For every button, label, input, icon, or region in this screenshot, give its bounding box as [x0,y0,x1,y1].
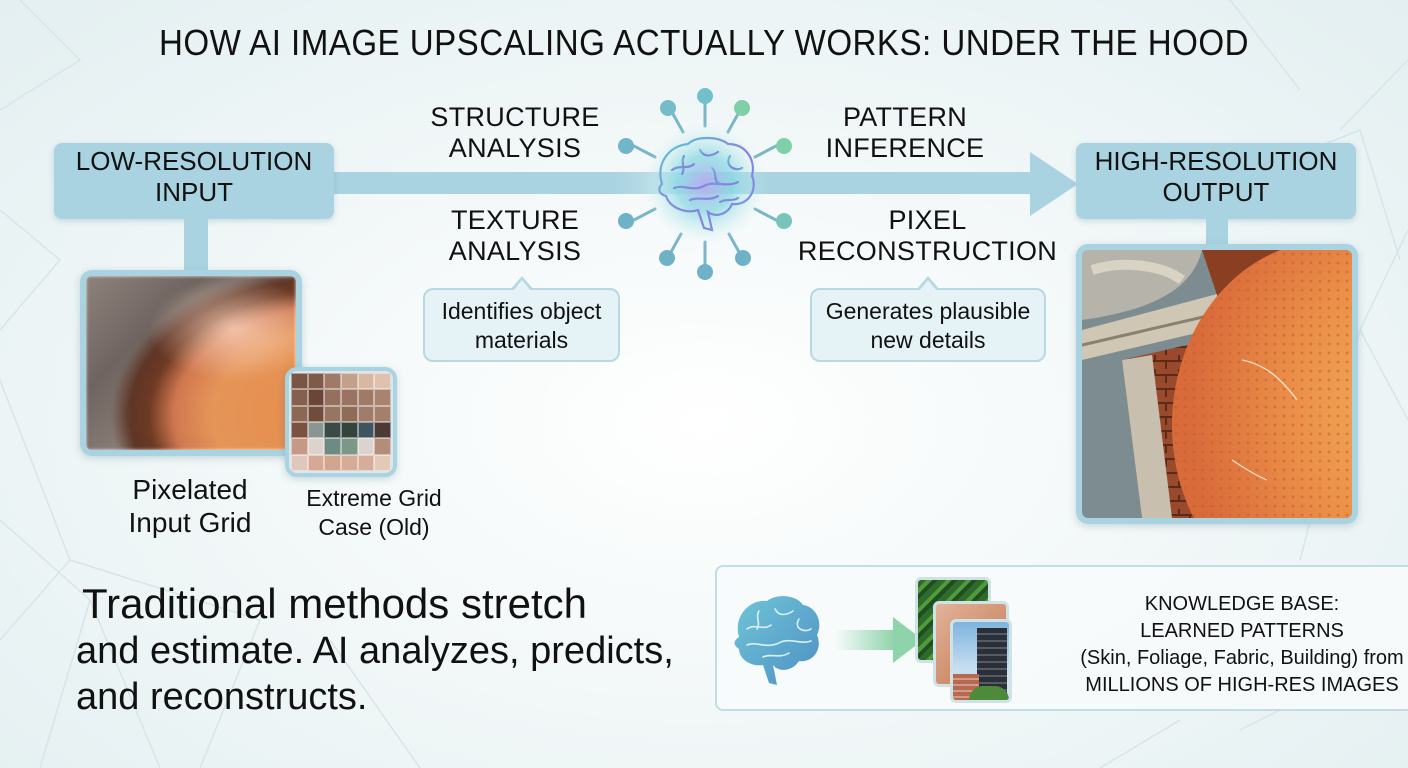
callout-texture: Identifies object materials [423,276,620,362]
grid-cell [324,438,341,455]
grid-cell [291,454,308,471]
grid-cell [291,421,308,439]
grid-cell [340,373,358,390]
output-image-content [1082,250,1352,518]
stage-texture-analysis: TEXTURE ANALYSIS [400,205,630,267]
grid-cell [307,438,325,455]
stage-structure-analysis: STRUCTURE ANALYSIS [400,102,630,164]
pixelated-input-image [80,270,302,456]
grid-cell [340,454,358,471]
callout-pixel-line1: Generates plausible [825,298,1031,324]
grid-cell [357,421,375,439]
pixelated-input-caption: Pixelated Input Grid [100,473,280,539]
kb-line4: MILLIONS OF HIGH-RES IMAGES [1085,674,1399,696]
grid-cell [291,438,308,455]
callout-pixel-line2: new details [870,327,986,353]
stage-pixel-line1: PIXEL [888,205,967,235]
callout-pixel: Generates plausible new details [810,276,1046,362]
grid-cell [357,373,375,390]
knowledge-base-panel: KNOWLEDGE BASE: LEARNED PATTERNS (Skin, … [715,565,1408,711]
kb-line2: LEARNED PATTERNS [1140,620,1344,642]
grid-cell [291,389,308,406]
grid-caption-line1: Extreme Grid [306,485,442,511]
pixel-grid [291,373,391,471]
summary-line3: and reconstructs. [76,676,368,718]
page-title: HOW AI IMAGE UPSCALING ACTUALLY WORKS: U… [159,22,1249,63]
grid-cell [324,454,341,471]
grid-cell [374,438,391,455]
grid-caption-line2: Case (Old) [318,514,430,540]
summary-line1: Traditional methods stretch [82,580,588,627]
grid-cell [357,438,375,455]
stage-pixel-line2: RECONSTRUCTION [797,236,1058,266]
stage-pattern-inference: PATTERN INFERENCE [800,102,1010,164]
output-box-line1: HIGH-RESOLUTION [1094,146,1338,176]
output-connector [1206,219,1228,249]
grid-cell [340,421,358,439]
grid-cell [374,373,391,390]
grid-cell [324,389,341,406]
flow-arrow-head [1030,152,1078,216]
stage-structure-line1: STRUCTURE [430,102,600,132]
input-box-line2: INPUT [155,177,233,207]
grid-cell [340,405,358,422]
grid-cell [324,405,341,422]
grid-cell [291,405,308,422]
callout-texture-line2: materials [474,327,569,353]
grid-cell [357,405,375,422]
summary-line2: and estimate. AI analyzes, predicts, [76,630,674,672]
grid-cell [374,405,391,422]
grid-cell [307,421,325,439]
kb-line3: (Skin, Foliage, Fabric, Building) from [1080,647,1404,669]
high-resolution-output-box: HIGH-RESOLUTION OUTPUT [1076,143,1356,219]
grid-cell [324,373,341,390]
input-image-content [86,276,296,450]
stage-structure-line2: ANALYSIS [448,133,582,163]
summary-text: Traditional methods stretch and estimate… [76,580,722,720]
low-resolution-input-box: LOW-RESOLUTION INPUT [54,143,334,219]
caption-line2: Input Grid [128,507,252,538]
callout-texture-line1: Identifies object [441,298,602,324]
knowledge-arrow-icon [835,617,923,663]
high-resolution-output-image [1076,244,1358,524]
grid-cell [307,373,325,390]
grid-cell [291,373,308,390]
output-box-line2: OUTPUT [1162,177,1270,207]
knowledge-brain-icon [734,596,820,685]
network-nodes [618,88,792,280]
caption-line1: Pixelated [132,474,248,505]
stage-texture-line1: TEXTURE [450,205,580,235]
grid-cell [307,405,325,422]
extreme-grid-image [285,367,397,477]
grid-cell [374,421,391,439]
grid-cell [307,454,325,471]
stage-texture-line2: ANALYSIS [448,236,582,266]
grid-cell [374,454,391,471]
kb-line1: KNOWLEDGE BASE: [1144,593,1340,615]
input-box-line1: LOW-RESOLUTION [75,146,313,176]
input-connector [184,219,208,271]
grid-cell [357,454,375,471]
grid-cell [340,389,358,406]
brain-icon [618,88,792,280]
grid-cell [340,438,358,455]
grid-cell [324,421,341,439]
stage-pattern-line2: INFERENCE [825,133,985,163]
stage-pixel-reconstruction: PIXEL RECONSTRUCTION [795,205,1060,267]
grid-cell [307,389,325,406]
grid-cell [374,389,391,406]
extreme-grid-caption: Extreme Grid Case (Old) [285,484,463,542]
thumbnail-building [950,619,1012,703]
stage-pattern-line1: PATTERN [842,102,968,132]
knowledge-base-text: KNOWLEDGE BASE: LEARNED PATTERNS (Skin, … [1077,591,1407,699]
grid-cell [357,389,375,406]
